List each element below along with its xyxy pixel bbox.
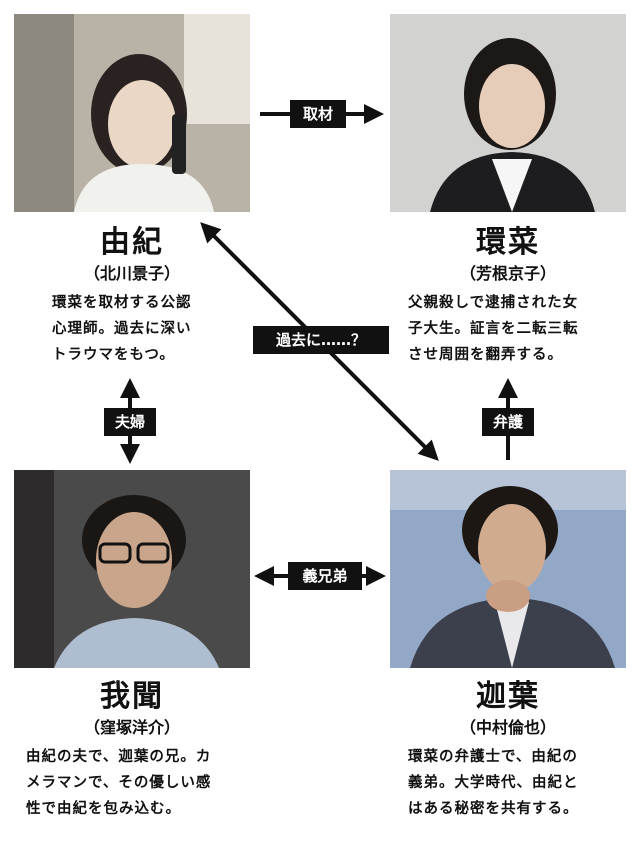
actor-name-tamana: （芳根京子）	[459, 264, 556, 283]
character-name-kasho: 迦葉	[476, 679, 540, 714]
label-defense: 弁護	[482, 408, 534, 436]
actor-name-yuki: （北川景子）	[83, 264, 180, 283]
label-couple: 夫婦	[104, 408, 156, 436]
description-tamana: 父親殺しで逮捕された女 子大生。証言を二転三転 させ周囲を翻弄する。	[408, 295, 579, 363]
photo-kasho	[390, 470, 626, 668]
actor-name-kasho: （中村倫也）	[459, 718, 556, 737]
character-name-yuki: 由紀	[100, 225, 164, 260]
label-past: 過去に……？	[253, 326, 389, 354]
photo-yuki	[14, 14, 250, 212]
description-yuki: 環菜を取材する公認 心理師。過去に深い トラウマをもつ。	[52, 295, 192, 363]
label-in-law: 義兄弟	[288, 562, 362, 590]
character-name-tamana: 環菜	[476, 225, 540, 260]
character-name-gamon: 我聞	[100, 679, 164, 714]
description-gamon: 由紀の夫で、迦葉の兄。カ メラマンで、その優しい感 性で由紀を包み込む。	[26, 749, 212, 817]
actor-name-gamon: （窪塚洋介）	[83, 718, 180, 737]
label-interview: 取材	[290, 100, 346, 128]
description-kasho: 環菜の弁護士で、由紀の 義弟。大学時代、由紀と はある秘密を共有する。	[408, 749, 579, 817]
photo-gamon	[14, 470, 250, 668]
photo-tamana	[390, 14, 626, 212]
